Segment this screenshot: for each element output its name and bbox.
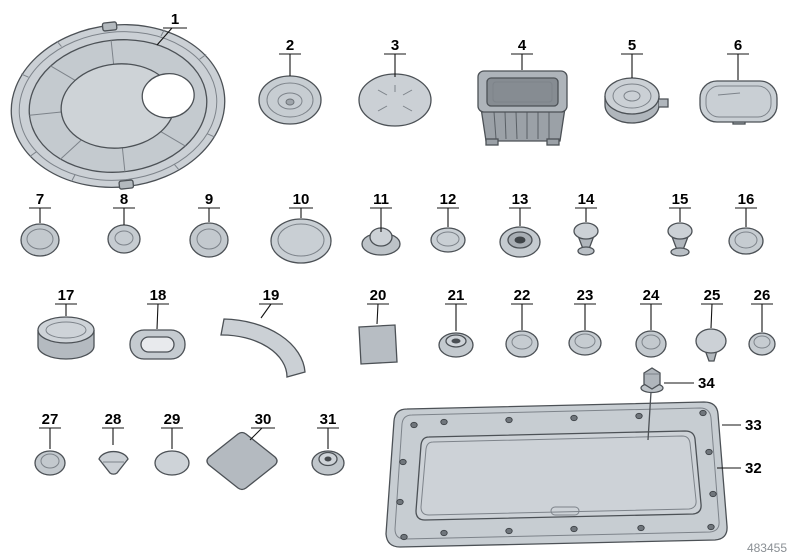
part-ref-8[interactable]: 8 [120,191,128,208]
part-20-drawing [358,324,398,365]
disc-spokes [29,40,186,172]
part-ref-13[interactable]: 13 [512,191,529,208]
part-ref-32[interactable]: 32 [745,460,762,477]
part-ref-5[interactable]: 5 [628,37,636,54]
part-ref-3[interactable]: 3 [391,37,399,54]
part-ref-16[interactable]: 16 [738,191,755,208]
part-ref-21[interactable]: 21 [448,287,465,304]
part-14-drawing [573,222,599,256]
part-ref-12[interactable]: 12 [440,191,457,208]
part-ref-1[interactable]: 1 [171,11,179,28]
part-28-drawing [98,450,129,475]
part-30-drawing [206,431,278,491]
part-15-drawing [667,222,693,257]
part-ref-11[interactable]: 11 [373,191,389,208]
part-ref-15[interactable]: 15 [672,191,689,208]
part-ref-30[interactable]: 30 [255,411,272,428]
part-17-drawing [37,316,95,360]
part-labels: 1 2 3 4 5 6 7 8 9 10 11 12 13 14 15 16 1… [36,11,771,477]
part-25-drawing [695,328,727,362]
part-31-drawing [311,450,345,476]
part-ref-19[interactable]: 19 [263,287,280,304]
part-26-drawing [748,332,776,356]
part-21-drawing [438,332,474,358]
part-ref-6[interactable]: 6 [734,37,742,54]
part-ref-20[interactable]: 20 [370,287,387,304]
part-10-drawing [270,218,332,264]
part-6-drawing [699,80,778,125]
panel-screw-holes [396,409,717,541]
part-19-drawing [220,318,306,378]
part-ref-4[interactable]: 4 [518,37,527,54]
part-ref-22[interactable]: 22 [514,287,531,304]
part-5-drawing [604,77,669,124]
part-22-drawing [505,330,539,358]
drawing-number: 483455 [747,541,787,555]
part-ref-25[interactable]: 25 [704,287,721,304]
part-ref-7[interactable]: 7 [36,191,44,208]
disc-rim-ticks [20,29,215,182]
part-ref-9[interactable]: 9 [205,191,213,208]
part-29-drawing [154,450,190,476]
part-9-drawing [189,222,229,258]
part-ref-29[interactable]: 29 [164,411,181,428]
part-3-drawing [358,73,432,127]
part-12-drawing [430,227,466,253]
part-23-drawing [568,330,602,356]
part-ref-27[interactable]: 27 [42,411,59,428]
part-ref-28[interactable]: 28 [105,411,122,428]
part-ref-26[interactable]: 26 [754,287,771,304]
part-ref-17[interactable]: 17 [58,287,75,304]
part-ref-33[interactable]: 33 [745,417,762,434]
part-11-drawing [361,227,401,256]
part-27-drawing [34,450,66,476]
part-16-drawing [728,227,764,255]
part-ref-14[interactable]: 14 [578,191,595,208]
part-8-drawing [107,224,141,254]
part-32-33-panel-drawing [385,401,728,548]
part-ref-24[interactable]: 24 [643,287,660,304]
part-4-drawing [477,70,568,146]
part-ref-2[interactable]: 2 [286,37,294,54]
part-13-drawing [499,226,541,258]
part-ref-10[interactable]: 10 [293,191,310,208]
part-ref-18[interactable]: 18 [150,287,167,304]
part-1-drawing [10,21,226,190]
part-2-drawing [258,75,322,125]
part-7-drawing [20,223,60,257]
part-34-drawing [640,367,664,441]
part-ref-34[interactable]: 34 [698,375,715,392]
part-ref-31[interactable]: 31 [320,411,337,428]
part-18-drawing [129,329,186,360]
part-24-drawing [635,330,667,358]
part-ref-23[interactable]: 23 [577,287,594,304]
leader-lines [29,27,773,469]
